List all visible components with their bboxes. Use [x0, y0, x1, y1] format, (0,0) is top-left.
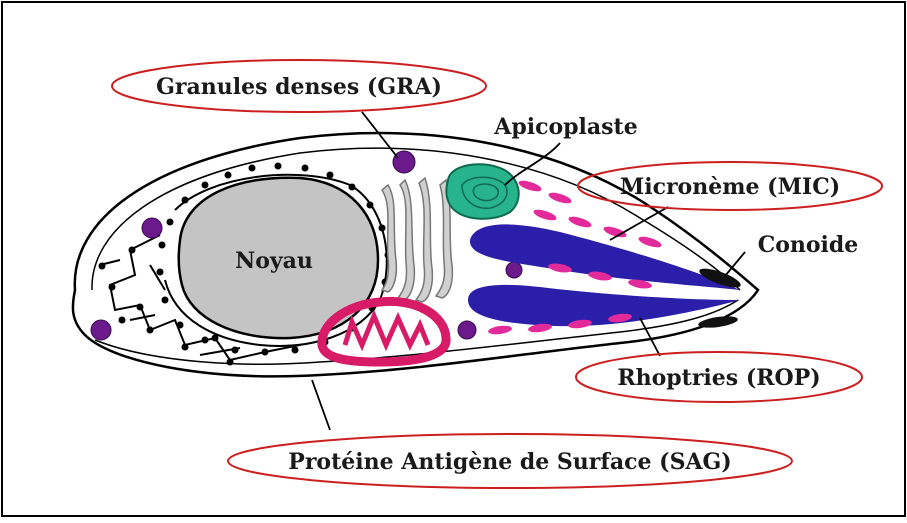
- apicoplast: [446, 164, 518, 219]
- label-rhoptries: Rhoptries (ROP): [617, 365, 820, 391]
- label-microneme: Micronème (MIC): [620, 174, 840, 200]
- label-granules-denses: Granules denses (GRA): [156, 74, 442, 100]
- label-apicoplaste: Apicoplaste: [493, 114, 637, 140]
- label-sag: Protéine Antigène de Surface (SAG): [288, 449, 731, 475]
- label-noyau: Noyau: [235, 248, 313, 274]
- label-conoide: Conoide: [758, 232, 859, 258]
